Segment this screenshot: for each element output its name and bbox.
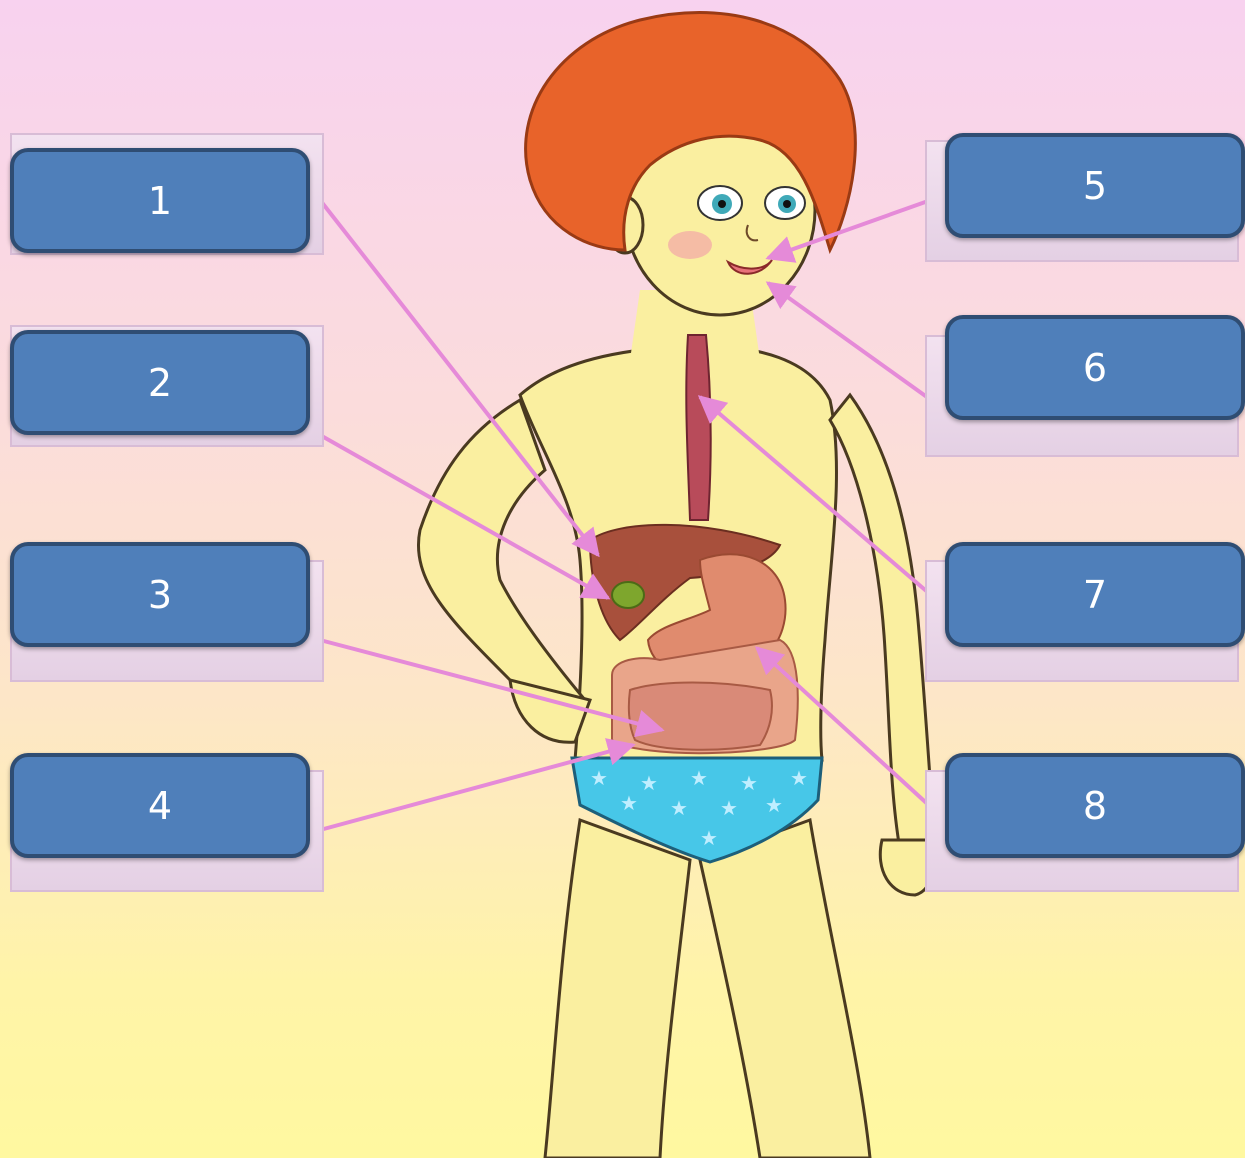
label-box-8[interactable]: 8 xyxy=(945,753,1245,858)
svg-text:★: ★ xyxy=(790,766,808,790)
svg-text:★: ★ xyxy=(700,826,718,850)
small-intestine xyxy=(629,683,772,750)
svg-text:★: ★ xyxy=(620,791,638,815)
cheek xyxy=(668,231,712,259)
svg-text:★: ★ xyxy=(590,766,608,790)
label-box-6[interactable]: 6 xyxy=(945,315,1245,420)
right-arm xyxy=(830,395,935,850)
svg-text:★: ★ xyxy=(670,796,688,820)
legs xyxy=(545,820,870,1158)
gallbladder xyxy=(612,582,644,608)
svg-text:★: ★ xyxy=(740,771,758,795)
svg-text:★: ★ xyxy=(720,796,738,820)
svg-text:★: ★ xyxy=(640,771,658,795)
svg-text:★: ★ xyxy=(765,793,783,817)
label-box-2[interactable]: 2 xyxy=(10,330,310,435)
label-box-1[interactable]: 1 xyxy=(10,148,310,253)
label-box-3[interactable]: 3 xyxy=(10,542,310,647)
esophagus xyxy=(686,335,710,520)
svg-text:★: ★ xyxy=(690,766,708,790)
label-box-7[interactable]: 7 xyxy=(945,542,1245,647)
label-box-4[interactable]: 4 xyxy=(10,753,310,858)
label-box-5[interactable]: 5 xyxy=(945,133,1245,238)
